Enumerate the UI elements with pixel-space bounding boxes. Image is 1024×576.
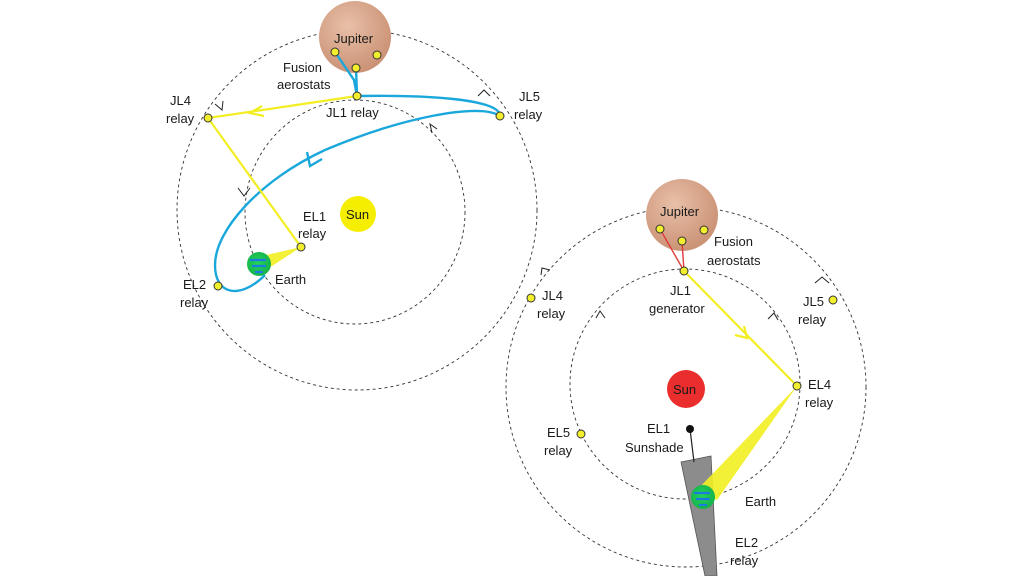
right-aerostat-dot-2 bbox=[677, 236, 687, 246]
right-aerostat-dot-3 bbox=[699, 225, 709, 235]
left-aerostat-dot-3 bbox=[372, 50, 382, 60]
right-jl4-label-1: JL4 bbox=[542, 288, 563, 303]
right-earth-ocean-icon bbox=[694, 491, 710, 507]
left-jl1-label: JL1 relay bbox=[326, 105, 379, 120]
right-jupiter-label: Jupiter bbox=[660, 204, 700, 219]
right-el1-label-2: Sunshade bbox=[625, 440, 684, 455]
right-jl4-dot bbox=[526, 293, 536, 303]
left-earth-ocean-icon bbox=[250, 258, 266, 274]
left-fusion-label-2: aerostats bbox=[277, 77, 331, 92]
right-el4-dot bbox=[792, 381, 802, 391]
right-jl5-label-1: JL5 bbox=[803, 294, 824, 309]
left-jl4-label-1: JL4 bbox=[170, 93, 191, 108]
left-el1-beam-cone bbox=[262, 247, 301, 270]
left-el1-label-1: EL1 bbox=[303, 209, 326, 224]
right-el5-label-1: EL5 bbox=[547, 425, 570, 440]
right-earth bbox=[691, 485, 715, 509]
left-blue-loop-path bbox=[213, 148, 326, 293]
left-jupiter-label: Jupiter bbox=[334, 31, 374, 46]
right-jl5-dot bbox=[828, 295, 838, 305]
left-blue-transfer-path bbox=[356, 94, 502, 117]
right-el4-beam-cone bbox=[697, 386, 797, 500]
left-sun bbox=[340, 196, 376, 232]
left-orbit-arrow-2 bbox=[477, 89, 491, 97]
left-el2-dot bbox=[213, 281, 223, 291]
left-yellow-beam-arrow bbox=[246, 105, 265, 118]
right-orbit-arrow-4 bbox=[767, 312, 779, 321]
left-aerostat-tether bbox=[334, 51, 359, 97]
right-orbit-arrow-2 bbox=[814, 276, 830, 284]
left-aerostat-dot-2 bbox=[351, 63, 361, 73]
right-aerostat-dot-1 bbox=[655, 224, 665, 234]
left-jl1-dot bbox=[352, 91, 362, 101]
right-el2-label-1: EL2 bbox=[735, 535, 758, 550]
right-orbit-arrow-3 bbox=[595, 310, 606, 319]
right-jl4-label-2: relay bbox=[537, 306, 566, 321]
right-el5-label-2: relay bbox=[544, 443, 573, 458]
right-sunshade-mast bbox=[689, 428, 695, 463]
left-earth bbox=[247, 252, 271, 276]
right-sun bbox=[667, 370, 705, 408]
right-el2-label-2: relay bbox=[730, 553, 759, 568]
left-sun-label: Sun bbox=[346, 207, 369, 222]
left-orbit-arrow-1 bbox=[214, 100, 224, 111]
right-el1-label-1: EL1 bbox=[647, 421, 670, 436]
left-el1-label-2: relay bbox=[298, 226, 327, 241]
right-fusion-label-1: Fusion bbox=[714, 234, 753, 249]
left-jl4-label-2: relay bbox=[166, 111, 195, 126]
right-yellow-relay-beam bbox=[683, 270, 798, 387]
left-orbit-arrow-4 bbox=[237, 187, 251, 197]
left-blue-earth-path bbox=[324, 109, 501, 152]
right-yellow-beam-arrow bbox=[734, 325, 749, 340]
right-diagram: Jupiter Sun Earth Fusion aerostats JL1 g… bbox=[505, 179, 867, 576]
right-jl5-label-2: relay bbox=[798, 312, 827, 327]
right-jupiter-planet bbox=[646, 179, 718, 251]
right-el5-dot bbox=[576, 429, 586, 439]
right-jl1-label-1: JL1 bbox=[670, 283, 691, 298]
left-fusion-label-1: Fusion bbox=[283, 60, 322, 75]
right-el4-label-2: relay bbox=[805, 395, 834, 410]
right-el4-label-1: EL4 bbox=[808, 377, 831, 392]
right-orbit-arrow-1 bbox=[540, 267, 551, 276]
left-orbit-arrow-3 bbox=[429, 122, 438, 134]
left-diagram: Jupiter Sun Earth Fusion aerostats JL1 r… bbox=[166, 1, 543, 391]
right-jl1-dot bbox=[679, 266, 689, 276]
left-aerostat-dot-1 bbox=[330, 47, 340, 57]
left-el2-label-1: EL2 bbox=[183, 277, 206, 292]
left-el1-dot bbox=[296, 242, 306, 252]
right-sun-label: Sun bbox=[673, 382, 696, 397]
right-earth-label: Earth bbox=[745, 494, 776, 509]
right-sunshade-wedge bbox=[680, 455, 718, 576]
left-jl5-label-2: relay bbox=[514, 107, 543, 122]
right-fusion-label-2: aerostats bbox=[707, 253, 761, 268]
left-jl5-label-1: JL5 bbox=[519, 89, 540, 104]
left-blue-path-arrow bbox=[305, 151, 323, 168]
left-el2-label-2: relay bbox=[180, 295, 209, 310]
left-earth-label: Earth bbox=[275, 272, 306, 287]
left-jl4-dot bbox=[203, 113, 213, 123]
left-jl5-dot bbox=[495, 111, 505, 121]
right-el1-sunshade-dot bbox=[686, 425, 694, 433]
right-jl1-label-2: generator bbox=[649, 301, 705, 316]
